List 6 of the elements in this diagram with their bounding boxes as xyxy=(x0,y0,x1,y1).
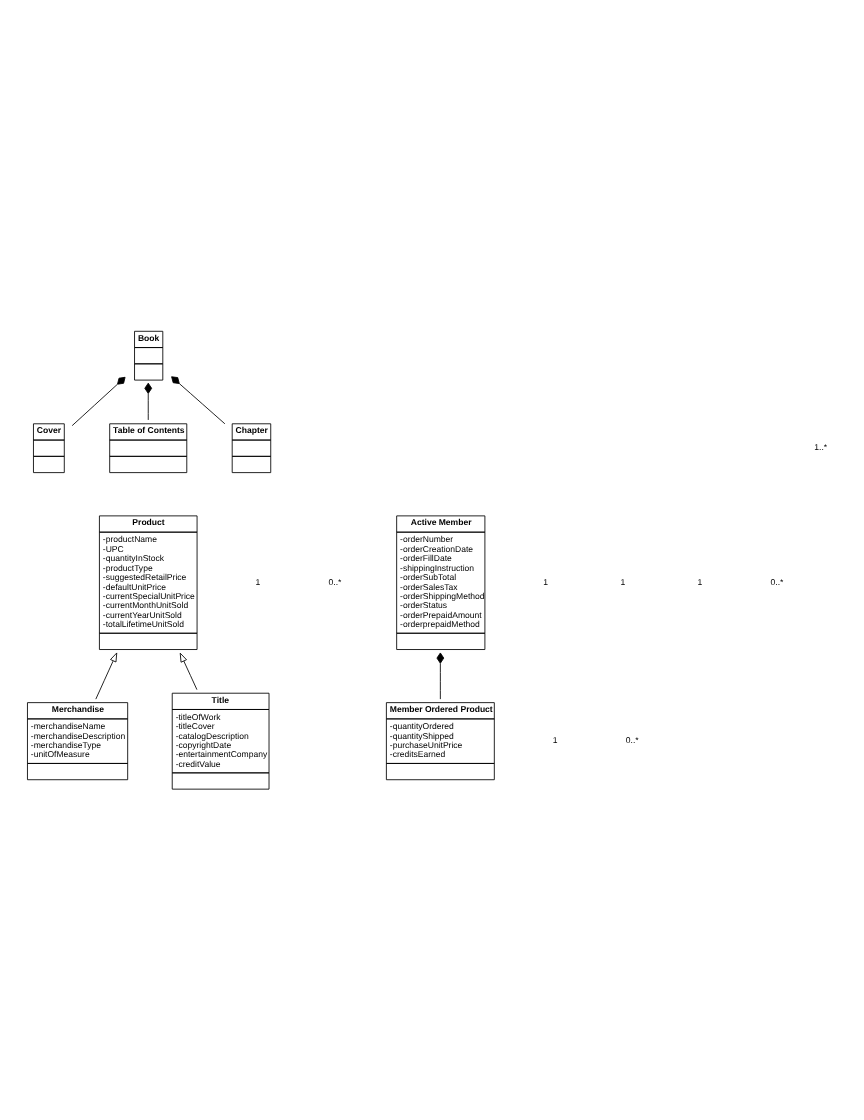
arrow xyxy=(95,652,118,700)
connector xyxy=(171,376,226,425)
connector xyxy=(436,652,445,700)
connector xyxy=(144,382,153,421)
arrow xyxy=(179,652,198,691)
connector xyxy=(71,376,126,427)
